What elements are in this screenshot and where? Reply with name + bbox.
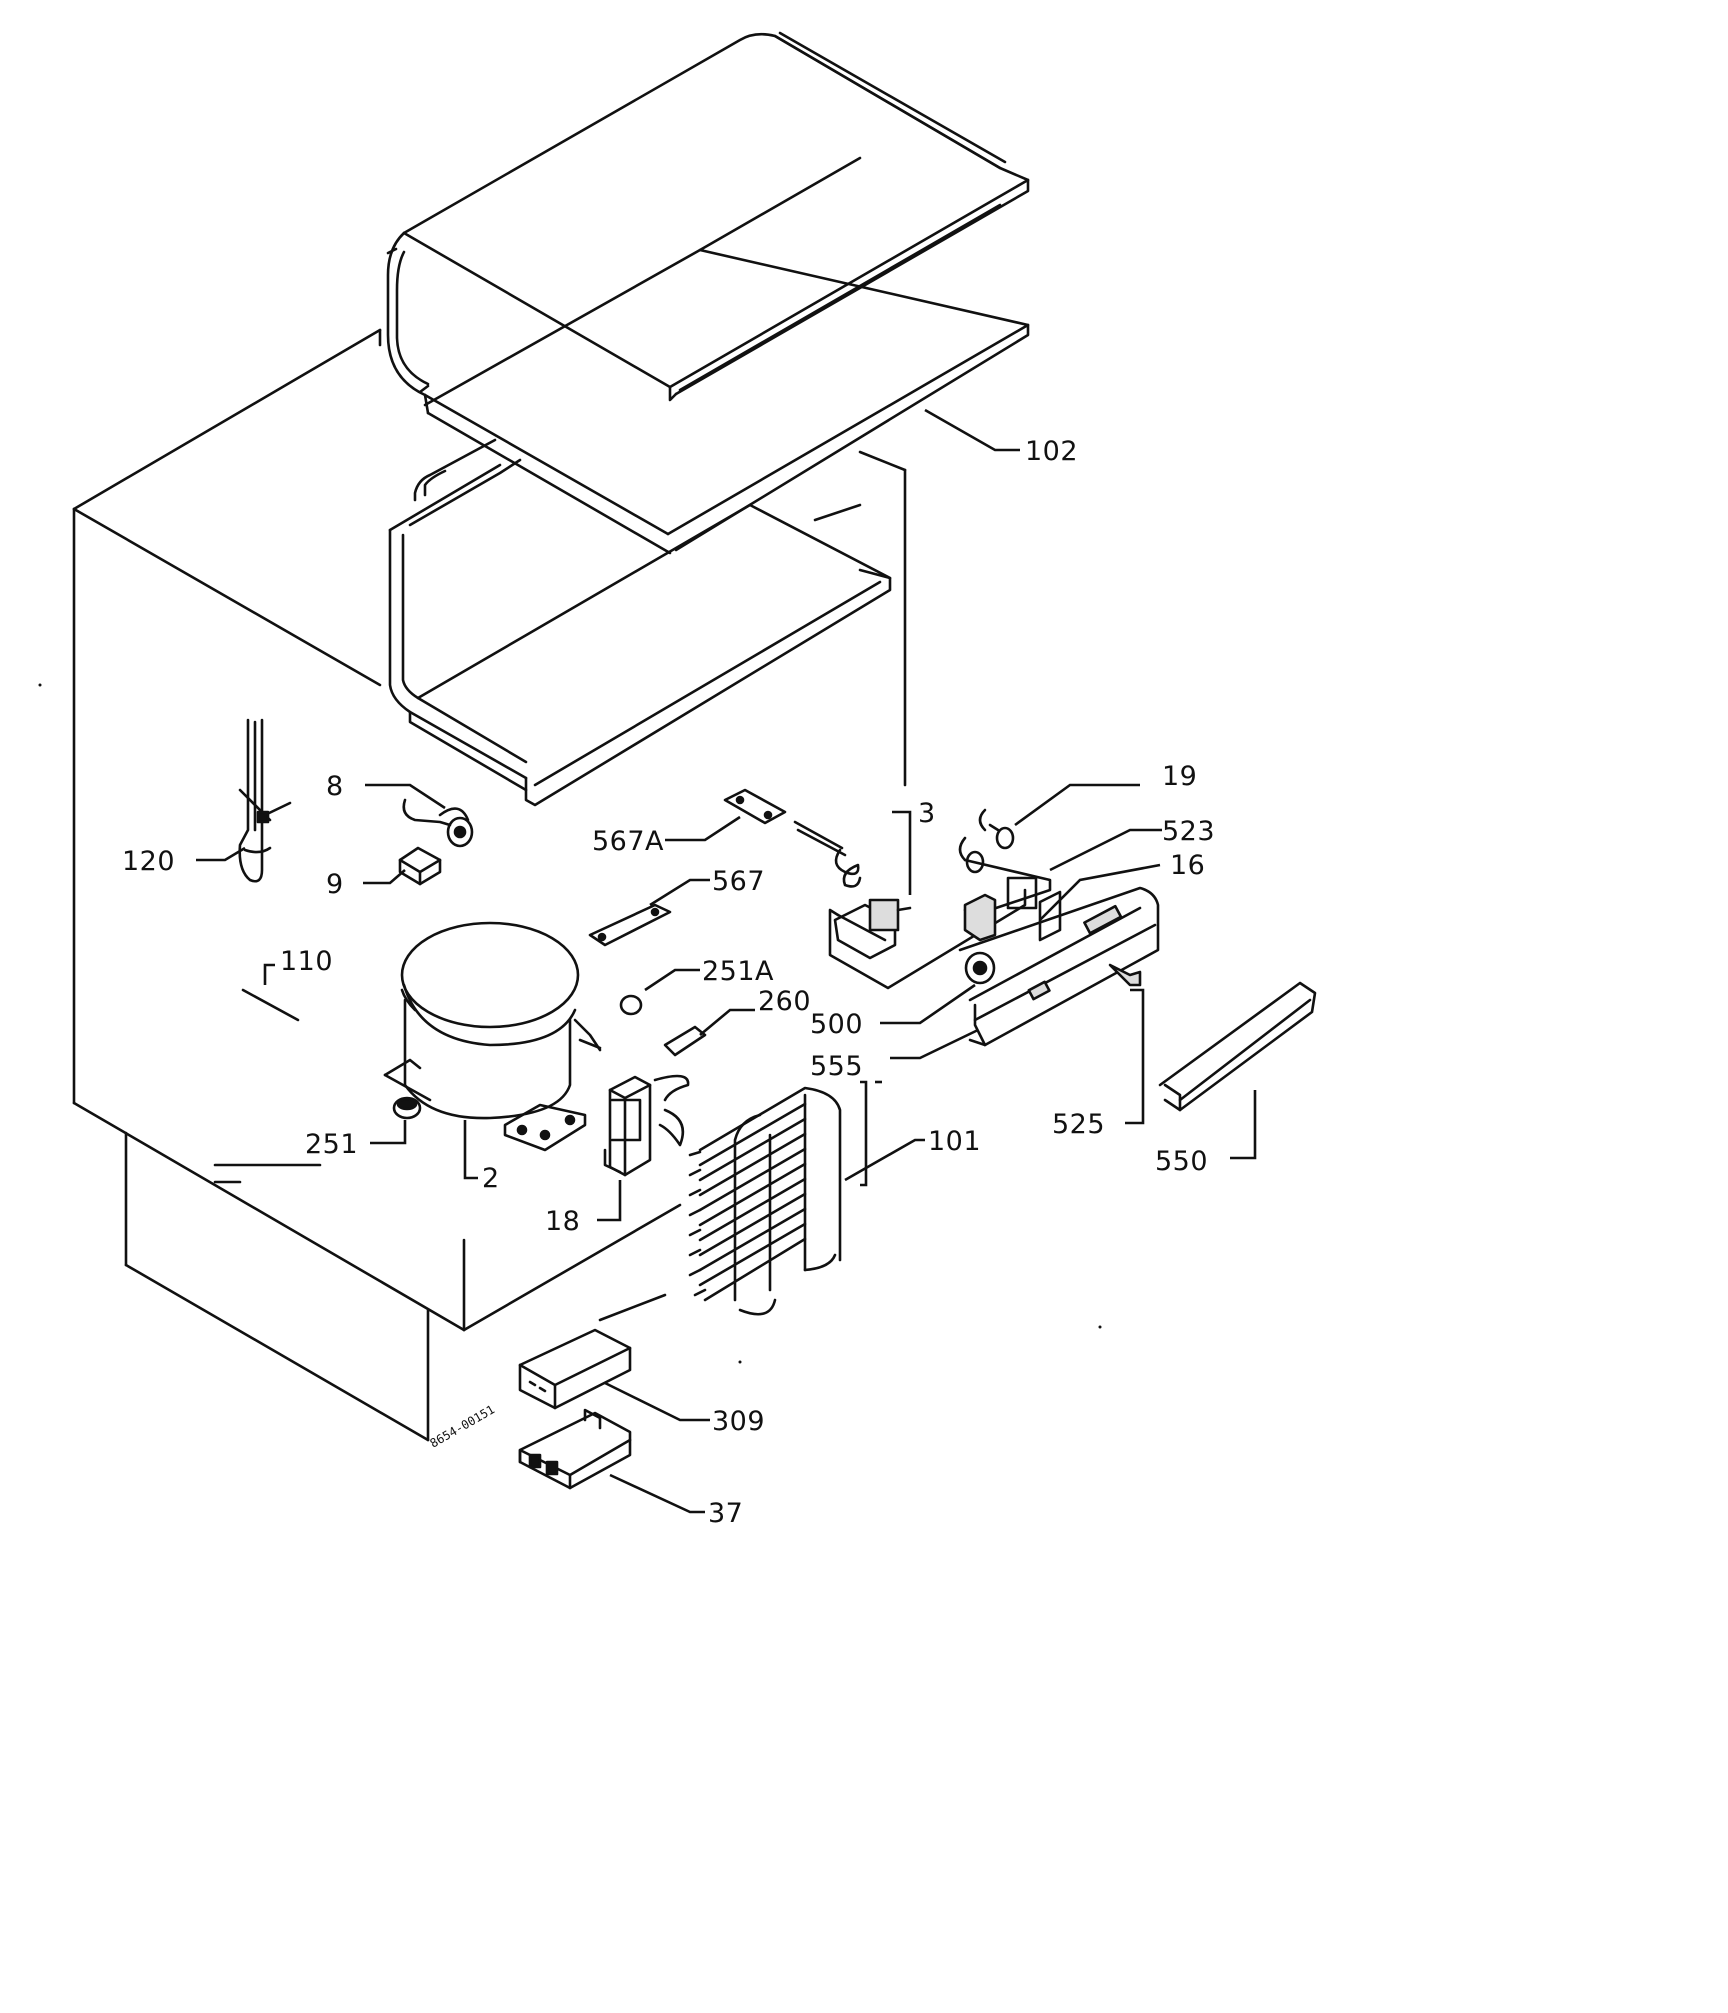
part-19-lamp xyxy=(978,808,1015,850)
label-567: 567 xyxy=(712,866,765,897)
label-251a: 251A xyxy=(702,956,774,987)
label-102: 102 xyxy=(1025,436,1078,467)
leader-101-bracket xyxy=(860,1080,868,1187)
part-525-screw xyxy=(1108,963,1142,987)
label-500: 500 xyxy=(810,1009,863,1040)
leader-101 xyxy=(844,1138,925,1182)
label-37: 37 xyxy=(708,1498,743,1529)
leader-525 xyxy=(1125,988,1145,1125)
leader-567 xyxy=(649,878,710,907)
label-9: 9 xyxy=(326,869,344,900)
label-550: 550 xyxy=(1155,1146,1208,1177)
leader-110 xyxy=(263,963,275,985)
label-16: 16 xyxy=(1170,850,1205,881)
leader-523 xyxy=(1049,828,1162,872)
leader-260 xyxy=(699,1008,755,1036)
part-120-sensor xyxy=(238,718,292,883)
leader-2 xyxy=(463,1120,478,1180)
part-3-thermostat xyxy=(793,820,1027,990)
label-19: 19 xyxy=(1162,761,1197,792)
leader-19 xyxy=(1014,783,1140,827)
part-567a-bracket xyxy=(723,788,787,825)
leader-120 xyxy=(196,846,246,862)
part-555-fascia xyxy=(973,1003,987,1047)
cabinet-body xyxy=(72,328,907,1442)
part-260-clamp xyxy=(663,1025,707,1057)
leader-555-2 xyxy=(890,1028,979,1060)
lower-tray xyxy=(388,438,892,807)
part-110-pin xyxy=(241,988,300,1022)
leader-16 xyxy=(1039,863,1161,921)
label-120: 120 xyxy=(122,846,175,877)
leader-102 xyxy=(924,408,1020,452)
label-309: 309 xyxy=(712,1406,765,1437)
part-9-relay xyxy=(398,846,442,886)
part-309-block xyxy=(518,1328,632,1410)
reference-code: 8654-00151 xyxy=(428,1402,498,1450)
leader-251 xyxy=(370,1120,407,1145)
leader-500 xyxy=(880,983,976,1025)
part-251a-grommet xyxy=(619,994,643,1016)
label-260: 260 xyxy=(758,986,811,1017)
leader-9 xyxy=(363,869,406,885)
part-2-compressor xyxy=(383,921,602,1152)
label-555: 555 xyxy=(810,1051,863,1082)
speck xyxy=(38,683,42,687)
leader-550 xyxy=(1230,1090,1257,1160)
part-18-relay xyxy=(603,1074,690,1177)
label-3: 3 xyxy=(918,798,936,829)
leader-18 xyxy=(597,1180,622,1222)
label-523: 523 xyxy=(1162,816,1215,847)
label-525: 525 xyxy=(1052,1109,1105,1140)
label-110: 110 xyxy=(280,946,333,977)
leader-309 xyxy=(604,1381,710,1422)
label-2: 2 xyxy=(482,1163,500,1194)
label-101: 101 xyxy=(928,1126,981,1157)
speck xyxy=(738,1360,742,1364)
part-550-trim xyxy=(1158,981,1317,1112)
part-500-knob xyxy=(964,951,996,985)
leader-251a xyxy=(644,968,700,992)
part-567-plate xyxy=(588,903,672,947)
leader-37 xyxy=(609,1473,705,1514)
leader-3 xyxy=(892,810,912,895)
label-18: 18 xyxy=(545,1206,580,1237)
label-8: 8 xyxy=(326,771,344,802)
leader-8 xyxy=(365,783,446,810)
label-567a: 567A xyxy=(592,826,664,857)
part-8-overload xyxy=(402,798,474,848)
part-251-grommet xyxy=(392,1096,422,1120)
label-251: 251 xyxy=(305,1129,358,1160)
speck xyxy=(1098,1325,1102,1329)
top-shelf-assembly xyxy=(386,31,1030,555)
part-523-lampholder xyxy=(958,836,1052,942)
part-37-cover xyxy=(518,1408,632,1490)
exploded-parts-diagram: 8654-00151 102 xyxy=(38,31,1317,1529)
leader-567a xyxy=(665,815,741,842)
part-16-panel xyxy=(958,886,1160,1047)
part-101-condenser xyxy=(688,1086,842,1316)
